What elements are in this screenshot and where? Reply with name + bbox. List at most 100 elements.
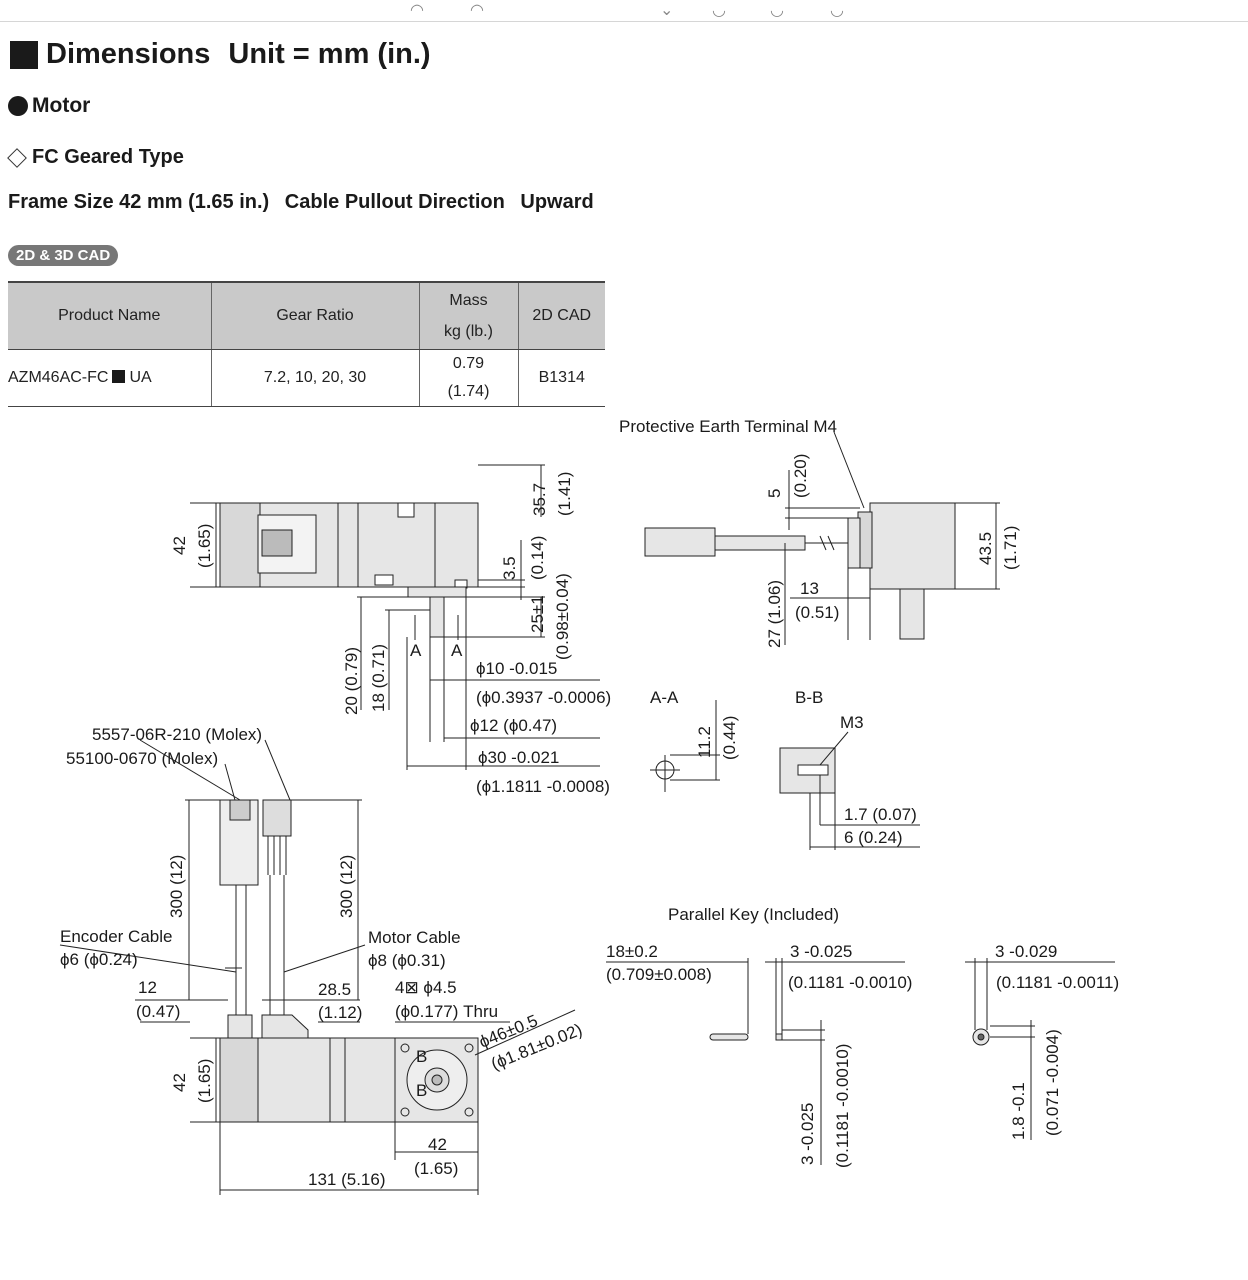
title-unit: Unit = mm (in.): [228, 38, 431, 70]
toolbar-icon[interactable]: ◠: [410, 2, 424, 19]
dim-key-height2-in: (0.071 -0.004): [1043, 1029, 1062, 1136]
toolbar-icon[interactable]: ◡: [770, 2, 784, 19]
dim-131: 131 (5.16): [308, 1170, 386, 1189]
dim-12b: 12: [138, 978, 157, 997]
col-gear-ratio: Gear Ratio: [210, 281, 419, 350]
parallel-key: [709, 1028, 990, 1046]
square-placeholder-icon: [112, 369, 126, 383]
parallel-key-label: Parallel Key (Included): [668, 905, 839, 924]
table-header-row: Product Name Gear Ratio Mass kg (lb.) 2D…: [8, 281, 605, 350]
section-a-mark: A: [410, 641, 422, 660]
dim-5: 5: [765, 489, 784, 498]
dim-key-height2: 1.8 -0.1: [1009, 1082, 1028, 1140]
dim-key-width: 3 -0.025: [790, 942, 852, 961]
dim-1-7: 1.7 (0.07): [844, 805, 917, 824]
dim-35-7-in: (1.41): [555, 472, 574, 516]
dim-43-5: 43.5: [976, 532, 995, 565]
mass-unit: kg (lb.): [444, 322, 493, 340]
dim-27: 27 (1.06): [765, 580, 784, 648]
dim-300-motor: 300 (12): [337, 855, 356, 918]
dim-key-height-in: (0.1181 -0.0010): [833, 1044, 852, 1168]
dim-6: 6 (0.24): [844, 828, 903, 847]
dim-42c: 42: [428, 1135, 447, 1154]
dim-13: 13: [800, 579, 819, 598]
section-b-mark: B: [416, 1081, 427, 1100]
mounting-holes-label: 4⊠ ϕ4.5: [395, 978, 457, 997]
dim-43-5-in: (1.71): [1001, 526, 1020, 570]
toolbar-icon[interactable]: ◠: [470, 2, 484, 19]
dim-3-5-in: (0.14): [528, 536, 547, 580]
square-bullet-icon: [10, 40, 38, 69]
dim-42c-in: (1.65): [414, 1159, 458, 1178]
cad-badge[interactable]: 2D & 3D CAD: [8, 245, 119, 266]
dim-12b-in: (0.47): [136, 1002, 180, 1021]
mass-lb: (1.74): [447, 382, 490, 400]
mass-kg: 0.79: [452, 354, 485, 372]
motor-cable-label: Motor Cable: [368, 928, 461, 947]
dim-28-5-in: (1.12): [318, 1003, 362, 1022]
toolbar-icon[interactable]: ⌄: [660, 2, 674, 19]
mounting-holes-in: (ϕ0.177) Thru: [395, 1002, 498, 1021]
dim-300-encoder: 300 (12): [167, 855, 186, 918]
dim-42-in: (1.65): [195, 524, 214, 568]
toolbar-icon[interactable]: ◡: [712, 2, 726, 19]
dim-key-height: 3 -0.025: [798, 1103, 817, 1165]
dim-key-width-in: (0.1181 -0.0010): [788, 973, 912, 992]
motor-side-view: [644, 502, 956, 640]
page-title: Dimensions Unit = mm (in.): [10, 38, 431, 71]
cable-direction-label: Cable Pullout Direction: [284, 191, 505, 213]
product-suffix: UA: [129, 368, 152, 386]
dim-d10: ϕ10 -0.015: [476, 659, 557, 678]
dim-d12: ϕ12 (ϕ0.47): [470, 716, 557, 735]
section-heading: Motor: [8, 94, 90, 118]
col-product-name: Product Name: [8, 281, 211, 350]
section-aa-label: A-A: [650, 688, 679, 707]
dim-5-in: (0.20): [791, 454, 810, 498]
dim-18: 18 (0.71): [369, 644, 388, 712]
mass-label: Mass: [449, 291, 488, 309]
dim-25-in: (0.98±0.04): [553, 573, 572, 660]
m3-label: M3: [840, 713, 864, 732]
dim-13-in: (0.51): [795, 603, 839, 622]
frame-size: Frame Size 42 mm (1.65 in.): [8, 191, 270, 213]
motor-cable-dia: ϕ8 (ϕ0.31): [368, 951, 446, 970]
dim-key-width2-in: (0.1181 -0.0011): [996, 973, 1119, 992]
dim-key-width2: 3 -0.029: [995, 942, 1057, 961]
dimension-drawing: Protective Earth Terminal M4 5557-06R-21…: [59, 417, 1119, 1195]
cell-gear-ratio: 7.2, 10, 20, 30: [210, 349, 419, 407]
diamond-icon: [7, 147, 27, 168]
dim-28-5: 28.5: [318, 980, 351, 999]
dim-11-2-in: (0.44): [720, 716, 739, 760]
cable-direction-value: Upward: [520, 191, 594, 213]
frame-info: Frame Size 42 mm (1.65 in.) Cable Pullou…: [8, 191, 604, 214]
encoder-cable-label: Encoder Cable: [60, 927, 172, 946]
motor-top-view: [219, 502, 479, 638]
cell-mass: 0.79 (1.74): [418, 349, 518, 407]
dim-key-length-in: (0.709±0.008): [606, 965, 712, 984]
dim-20: 20 (0.79): [342, 647, 361, 715]
section-a-mark: A: [451, 641, 463, 660]
dim-11-2: 11.2: [695, 726, 714, 758]
dim-42: 42: [170, 536, 189, 555]
dim-d10-in: (ϕ0.3937 -0.0006): [476, 688, 611, 707]
dim-d30: ϕ30 -0.021: [478, 748, 559, 767]
cell-cad[interactable]: B1314: [517, 349, 605, 407]
subsection-heading: FC Geared Type: [6, 146, 184, 169]
dim-3-5: 3.5: [500, 556, 519, 580]
col-2d-cad: 2D CAD: [517, 281, 605, 350]
col-mass: Mass kg (lb.): [418, 281, 518, 350]
filled-circle-icon: [8, 96, 28, 116]
connector-label-2: 55100-0670 (Molex): [66, 749, 218, 768]
dim-key-length: 18±0.2: [606, 942, 658, 961]
dim-25: 25±1: [528, 595, 547, 633]
dim-42b-in: (1.65): [195, 1059, 214, 1103]
dim-d30-in: (ϕ1.1811 -0.0008): [476, 777, 610, 796]
encoder-cable-dia: ϕ6 (ϕ0.24): [60, 950, 138, 969]
toolbar-icon[interactable]: ◡: [830, 2, 844, 19]
section-text: Motor: [32, 94, 91, 117]
subsection-text: FC Geared Type: [32, 146, 184, 168]
browser-toolbar: ◠ ◠ ⌄ ◡ ◡ ◡: [0, 0, 1248, 22]
spec-table: Product Name Gear Ratio Mass kg (lb.) 2D…: [8, 281, 605, 407]
motor-front-view: [219, 799, 479, 1123]
